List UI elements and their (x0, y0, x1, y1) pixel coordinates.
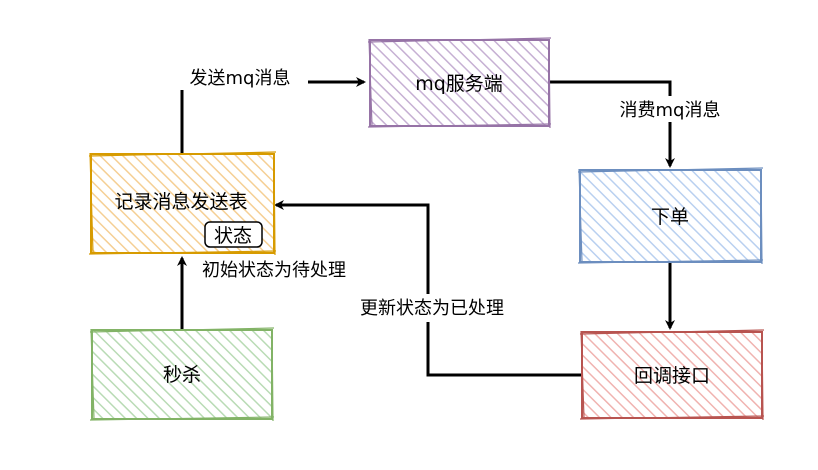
node-flash-sale: 秒杀 (89, 327, 275, 422)
status-badge-label: 状态 (214, 225, 252, 247)
edge-update-done (274, 200, 582, 377)
edge-label-update-done: 更新状态为已处理 (360, 298, 504, 319)
edge-label-send-mq: 发送mq消息 (190, 68, 291, 89)
node-record-table: 记录消息发送表 状态 (88, 151, 277, 256)
node-label: mq服务端 (415, 73, 503, 95)
node-label: 下单 (651, 206, 689, 228)
node-label: 秒杀 (163, 364, 201, 386)
edge-label-bg (334, 294, 530, 322)
node-callback-api: 回调接口 (579, 329, 765, 421)
edge-consume-mq (549, 80, 675, 168)
edge-label-bg (174, 64, 308, 90)
status-badge (204, 221, 263, 248)
node-mq-server: mq服务端 (367, 37, 552, 129)
node-place-order: 下单 (577, 167, 764, 265)
edge-label-consume-mq: 消费mq消息 (620, 100, 721, 121)
node-label: 记录消息发送表 (114, 191, 247, 213)
edge-label-bg (603, 96, 737, 122)
edge-send-mq (180, 77, 366, 154)
edge-label-init-pending: 初始状态为待处理 (202, 260, 346, 281)
node-label: 回调接口 (634, 365, 710, 387)
